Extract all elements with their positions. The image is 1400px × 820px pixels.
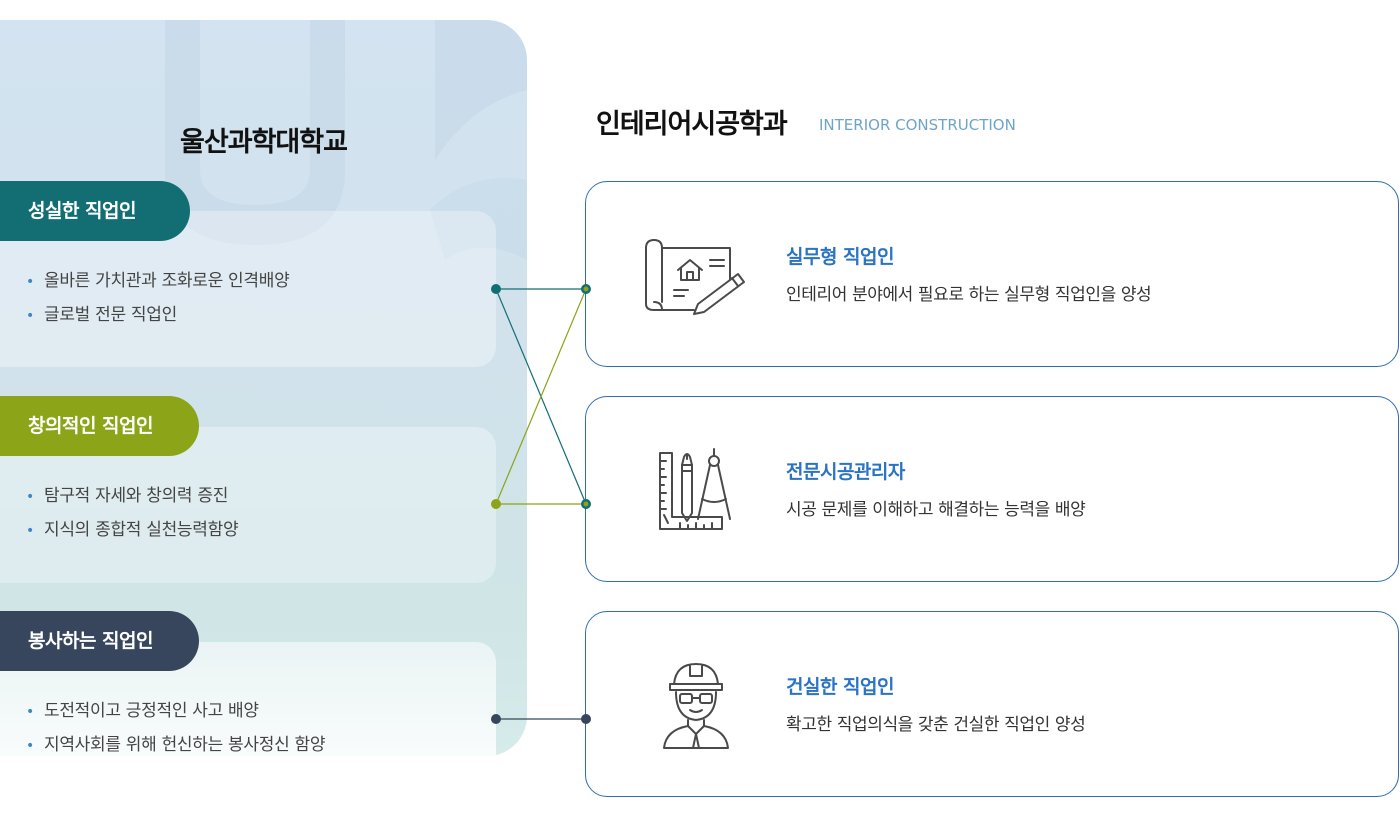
value-label-service: 봉사하는 직업인 — [0, 611, 199, 671]
goal-card-manager: 전문시공관리자 시공 문제를 이해하고 해결하는 능력을 배양 — [585, 396, 1399, 582]
bullet-dot-icon: • — [26, 308, 34, 324]
department-subtitle: INTERIOR CONSTRUCTION — [819, 116, 1016, 134]
list-item: •지식의 종합적 실천능력함양 — [26, 513, 239, 547]
background-letter-decoration — [165, 20, 527, 260]
value-list-service: •도전적이고 긍정적인 사고 배양 •지역사회를 위해 헌신하는 봉사정신 함양 — [26, 694, 326, 762]
goal-desc-sound: 확고한 직업의식을 갖춘 건실한 직업인 양성 — [786, 715, 1086, 735]
goal-card-practical: 실무형 직업인 인테리어 분야에서 필요로 하는 실무형 직업인을 양성 — [585, 181, 1399, 367]
list-item: •탐구적 자세와 창의력 증진 — [26, 479, 238, 513]
bullet-dot-icon: • — [26, 738, 34, 754]
school-title: 울산과학대학교 — [180, 127, 348, 158]
bullet-dot-icon: • — [26, 704, 34, 720]
bullet-dot-icon: • — [26, 489, 34, 505]
value-label-sincere: 성실한 직업인 — [0, 181, 190, 241]
goal-card-sound: 건실한 직업인 확고한 직업의식을 갖춘 건실한 직업인 양성 — [585, 611, 1399, 797]
goal-title-sound: 건실한 직업인 — [786, 676, 895, 698]
ruler-compass-icon — [659, 448, 731, 530]
list-item: •도전적이고 긍정적인 사고 배양 — [26, 694, 325, 728]
blueprint-pencil-icon — [645, 239, 745, 315]
value-list-sincere: •올바른 가치관과 조화로운 인격배양 •글로벌 전문 직업인 — [26, 264, 290, 332]
list-item: •올바른 가치관과 조화로운 인격배양 — [26, 264, 290, 298]
goal-title-practical: 실무형 직업인 — [786, 246, 895, 268]
list-item: •지역사회를 위해 헌신하는 봉사정신 함양 — [26, 728, 326, 762]
goal-title-manager: 전문시공관리자 — [786, 461, 905, 483]
bullet-dot-icon: • — [26, 274, 34, 290]
list-item: •글로벌 전문 직업인 — [26, 298, 289, 332]
value-label-creative: 창의적인 직업인 — [0, 396, 199, 456]
hardhat-worker-icon — [663, 663, 729, 749]
department-title: 인테리어시공학과 — [596, 109, 788, 140]
value-list-creative: •탐구적 자세와 창의력 증진 •지식의 종합적 실천능력함양 — [26, 479, 239, 547]
goal-desc-manager: 시공 문제를 이해하고 해결하는 능력을 배양 — [786, 500, 1086, 520]
goal-desc-practical: 인테리어 분야에서 필요로 하는 실무형 직업인을 양성 — [786, 285, 1152, 305]
bullet-dot-icon: • — [26, 523, 34, 539]
